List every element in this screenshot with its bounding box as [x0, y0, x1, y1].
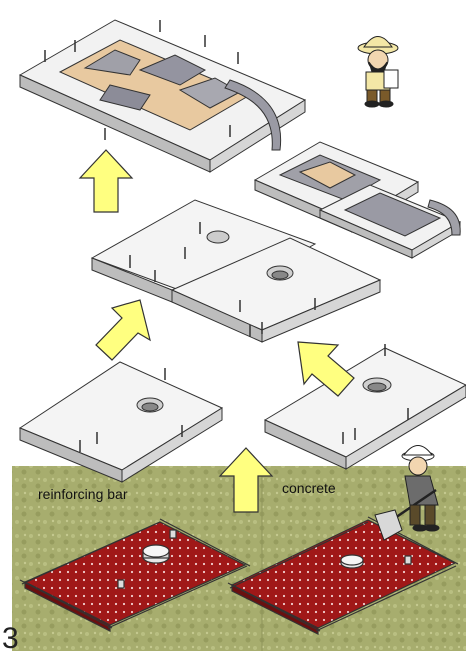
assembled-piece-side	[253, 141, 462, 259]
middle-slab	[90, 199, 382, 343]
lower-right-slab	[263, 344, 466, 470]
assembled-slab	[18, 19, 307, 173]
rebar-grid-left	[19, 518, 251, 632]
up-arrow-icon	[297, 341, 355, 397]
lower-left-slab	[18, 361, 224, 483]
worker-with-clipboard-icon	[357, 36, 399, 108]
up-arrow-icon	[78, 149, 134, 213]
reinforcing-bar-label: reinforcing bar	[38, 486, 128, 502]
concrete-label: concrete	[282, 480, 336, 496]
rebar-grid-right	[227, 516, 459, 635]
corner-digit: 3	[2, 622, 19, 651]
up-arrow-icon	[218, 447, 274, 513]
up-arrow-icon	[95, 299, 151, 361]
worker-with-shovel-icon	[374, 445, 440, 541]
